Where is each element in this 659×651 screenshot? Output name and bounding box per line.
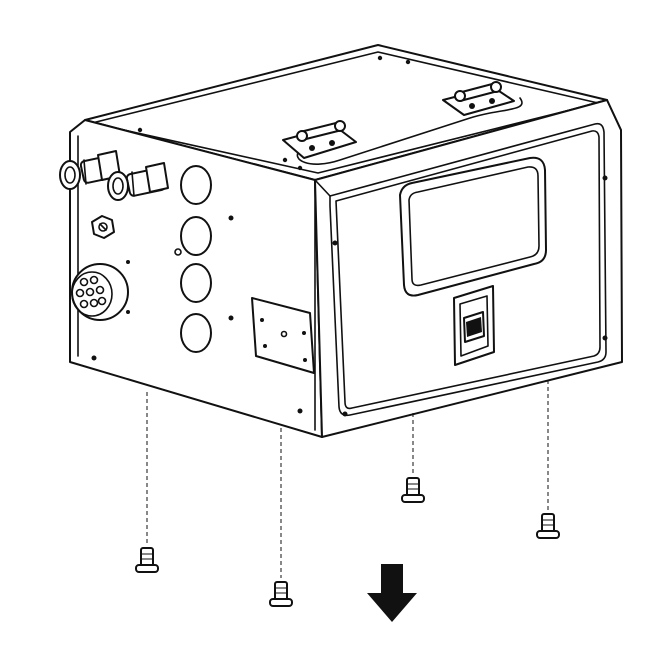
screw-guide-lines <box>146 380 549 578</box>
screw-icon <box>269 581 293 607</box>
screw-icon <box>401 477 425 503</box>
circular-connector-icon <box>71 263 129 321</box>
screw-icon <box>135 547 159 573</box>
push-fitting-icon <box>59 150 121 190</box>
down-arrow-icon <box>367 564 417 622</box>
toggle-switch-icon <box>91 215 115 239</box>
port-plug-icon <box>174 165 212 353</box>
cover-plate <box>251 297 315 374</box>
hinge-icon <box>442 81 515 116</box>
push-fitting-icon <box>107 162 169 201</box>
front-latch <box>453 285 495 366</box>
front-window <box>399 156 547 297</box>
hinge-icon <box>282 120 357 159</box>
screw-icon <box>536 513 560 539</box>
